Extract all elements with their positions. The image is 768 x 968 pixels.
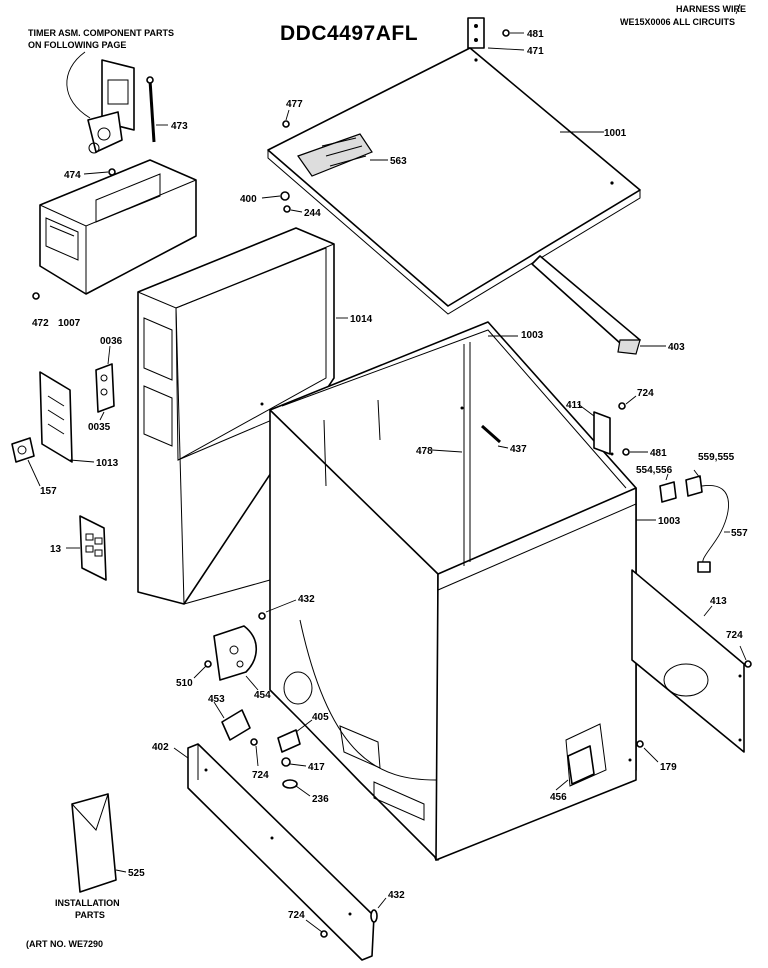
screw-432-lower: [370, 909, 378, 923]
callout-481-side: 481: [650, 448, 667, 459]
callout-477: 477: [286, 99, 303, 110]
callout-236: 236: [312, 794, 329, 805]
callout-724-bottom: 724: [288, 910, 305, 921]
installation-envelope-525: [71, 793, 117, 893]
callout-473: 473: [171, 121, 188, 132]
callout-474: 474: [64, 170, 81, 181]
clip-0036-0035: [95, 363, 115, 413]
bracket-456: [567, 745, 595, 785]
callout-563: 563: [390, 156, 407, 167]
kick-plate-402: [187, 743, 375, 961]
harness-note-line2: WE15X0006 ALL CIRCUITS: [620, 17, 735, 27]
screw-437: [481, 424, 501, 444]
callout-525: 525: [128, 868, 145, 879]
clip-400-244: [280, 191, 291, 213]
callout-1014: 1014: [350, 314, 373, 325]
control-panel-13: [79, 515, 107, 581]
callout-472: 472: [32, 318, 49, 329]
callout-559-555: 559,555: [698, 452, 735, 463]
installation-note-line1: INSTALLATION: [55, 898, 120, 908]
callout-456: 456: [550, 792, 567, 803]
callout-437: 437: [510, 444, 527, 455]
timer-note-line1: TIMER ASM. COMPONENT PARTS: [28, 28, 174, 38]
callout-554-556: 554,556: [636, 465, 673, 476]
door-bracket-454: [213, 625, 258, 681]
harness-note-line1: HARNESS WIRE: [676, 4, 746, 14]
strap-403: [531, 255, 641, 355]
callout-724-lower: 724: [252, 770, 269, 781]
callout-13: 13: [50, 544, 62, 555]
control-box-1007: [39, 159, 197, 295]
callout-1013: 1013: [96, 458, 119, 469]
top-hinge: [467, 17, 510, 49]
callout-510: 510: [176, 678, 193, 689]
callout-403: 403: [668, 342, 685, 353]
timer-assembly: [87, 59, 135, 154]
callout-400: 400: [240, 194, 257, 205]
callout-724-rear: 724: [726, 630, 743, 641]
callout-1001: 1001: [604, 128, 627, 139]
callout-453: 453: [208, 694, 225, 705]
rod-473: [146, 76, 156, 143]
roller-236: [282, 779, 298, 789]
part-157: [11, 437, 35, 463]
model-title: DDC4497AFL: [280, 22, 418, 45]
callout-432-lower: 432: [388, 890, 405, 901]
callout-1007: 1007: [58, 318, 81, 329]
callout-478: 478: [416, 446, 433, 457]
callout-557: 557: [731, 528, 748, 539]
screw-724-rear: [744, 660, 752, 668]
callout-179: 179: [660, 762, 677, 773]
art-number: (ART NO. WE7290: [26, 939, 103, 949]
bracket-411: [593, 402, 626, 455]
service-panel-1013: [39, 371, 73, 463]
callout-1003-side: 1003: [658, 516, 681, 527]
callout-0036: 0036: [100, 336, 123, 347]
switch-554-556: [659, 481, 677, 503]
callout-471: 471: [527, 46, 544, 57]
screw-724: [250, 738, 258, 746]
screw-477: [282, 120, 290, 128]
callout-157: 157: [40, 486, 57, 497]
callout-labels: 481 471 473 477 1001 563 474 400 244 472…: [32, 29, 748, 921]
callout-724-top: 724: [637, 388, 654, 399]
timer-note-line2: ON FOLLOWING PAGE: [28, 40, 126, 50]
harness-tick: [735, 3, 741, 15]
callout-417: 417: [308, 762, 325, 773]
callout-405: 405: [312, 712, 329, 723]
screw-481: [622, 448, 630, 456]
screw-724-lower: [320, 930, 328, 938]
callout-0035: 0035: [88, 422, 111, 433]
bracket-453: [221, 709, 251, 741]
callout-432: 432: [298, 594, 315, 605]
callout-411: 411: [566, 400, 583, 411]
callout-454: 454: [254, 690, 271, 701]
power-cord-557: [685, 475, 729, 573]
screw-472: [32, 292, 40, 300]
callout-244: 244: [304, 208, 321, 219]
callout-402: 402: [152, 742, 169, 753]
screw-417: [281, 757, 291, 767]
callout-1003-top: 1003: [521, 330, 544, 341]
screw-510: [204, 660, 212, 668]
installation-note-line2: PARTS: [75, 910, 105, 920]
screw-179: [636, 740, 644, 748]
callout-413: 413: [710, 596, 727, 607]
top-panel-1001: [267, 47, 641, 315]
clip-405: [277, 729, 301, 753]
rear-panel-413: [631, 569, 745, 753]
timer-note-leader: [66, 51, 91, 119]
screw-432: [258, 612, 266, 620]
callout-481: 481: [527, 29, 544, 40]
